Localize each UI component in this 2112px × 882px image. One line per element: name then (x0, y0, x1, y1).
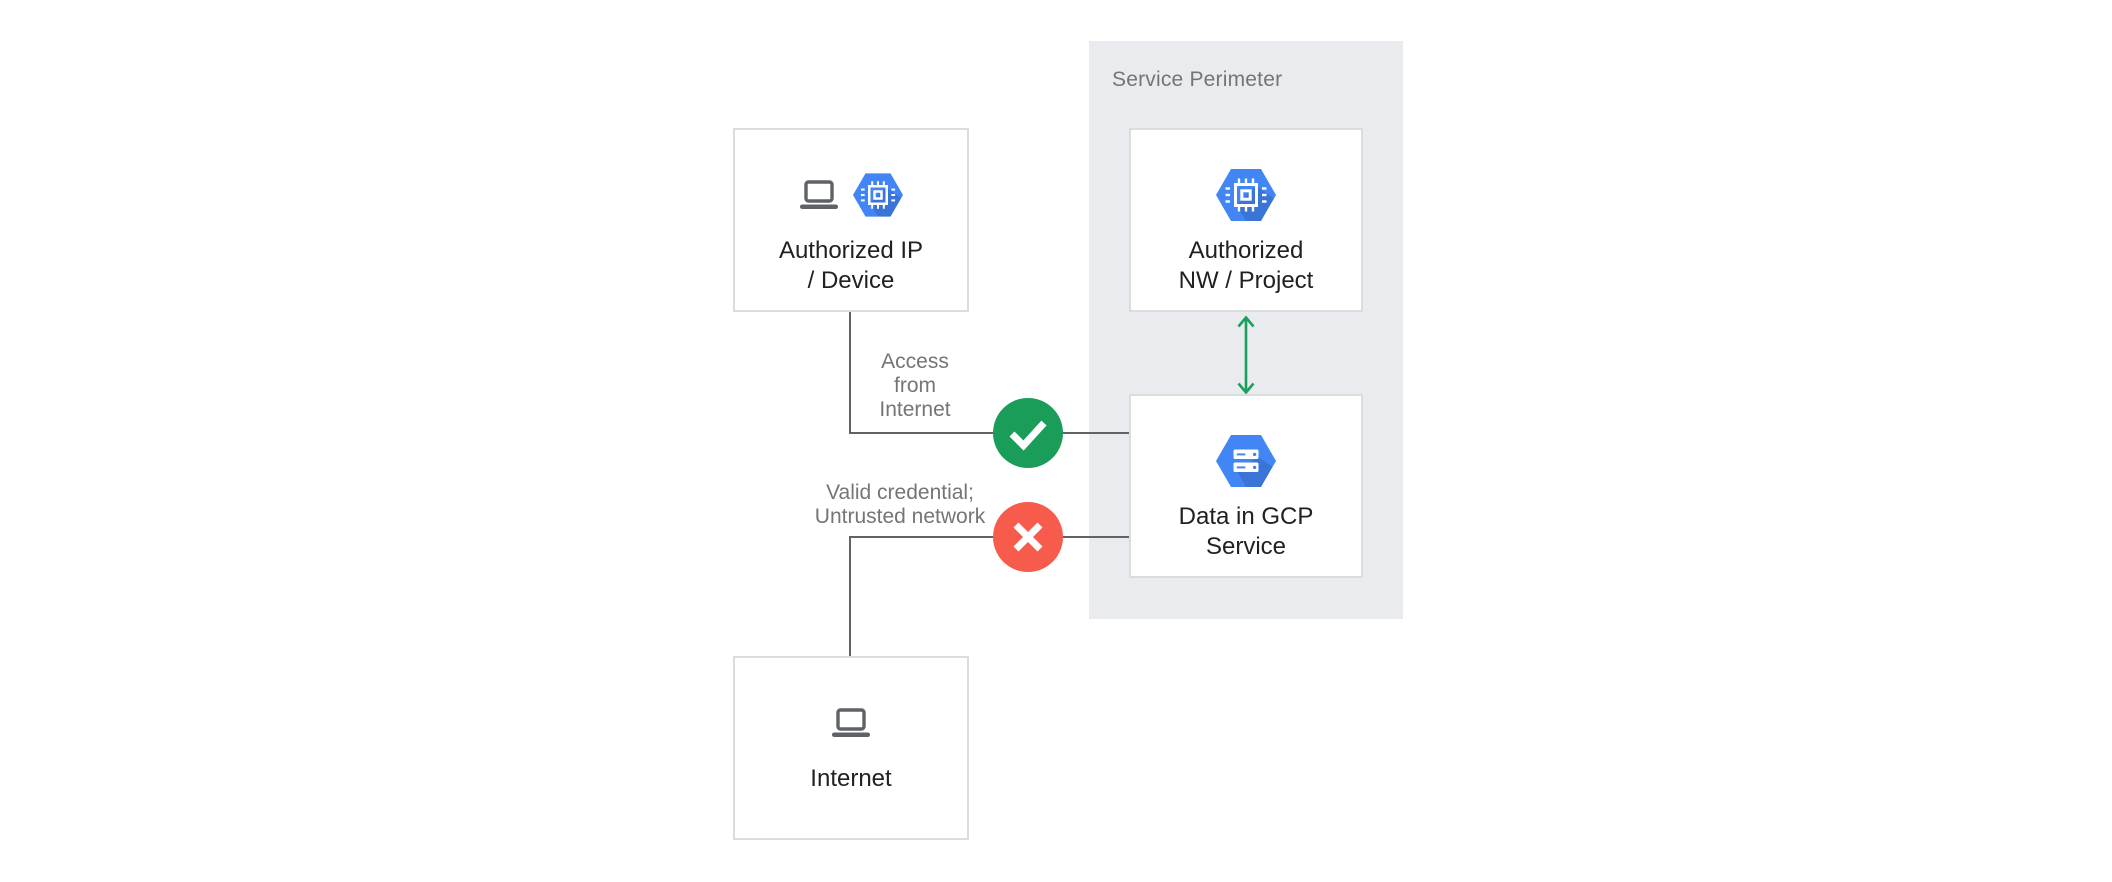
node-label-line1: Internet (810, 765, 892, 792)
node-label-line2: NW / Project (1178, 267, 1314, 294)
double-arrow-icon (1237, 315, 1255, 395)
laptop-icon (832, 707, 870, 737)
denied-status-badge (993, 502, 1063, 572)
edge-label-line2: from (894, 374, 936, 397)
compute-engine-hexagon-icon (853, 173, 903, 217)
edge-label-line1: Access (881, 350, 949, 373)
node-data-in-gcp-service: Data in GCP Service (1129, 394, 1363, 578)
edge-label-line2: Untrusted network (814, 505, 986, 528)
node-label-line1: Authorized (1188, 237, 1304, 264)
node-label: Data in GCP Service (1131, 502, 1361, 562)
laptop-icon (800, 179, 838, 209)
connector-authorized-ip-horizontal (849, 432, 1130, 434)
check-icon (1009, 420, 1047, 451)
node-icon-row (735, 168, 967, 222)
connector-internet-vertical (849, 538, 851, 656)
node-internet: Internet (733, 656, 969, 840)
service-perimeter-label: Service Perimeter (1112, 68, 1283, 91)
edge-label-valid-credential-untrusted: Valid credential; Untrusted network (790, 481, 1010, 529)
node-label-line2: Service (1205, 533, 1287, 560)
node-label: Authorized NW / Project (1131, 236, 1361, 296)
connector-internet-horizontal (849, 536, 1130, 538)
node-label-line1: Data in GCP (1178, 503, 1314, 530)
cloud-storage-hexagon-icon (1216, 435, 1276, 487)
edge-label-access-from-internet: Access from Internet (832, 350, 998, 422)
node-label-line1: Authorized IP (778, 237, 924, 264)
connector-authorized-ip-vertical (849, 312, 851, 434)
x-icon (1013, 522, 1043, 552)
node-icon-row (735, 696, 967, 750)
allowed-status-badge (993, 398, 1063, 468)
node-authorized-ip-device: Authorized IP / Device (733, 128, 969, 312)
node-icon-row (1131, 168, 1361, 222)
node-authorized-nw-project: Authorized NW / Project (1129, 128, 1363, 312)
node-icon-row (1131, 434, 1361, 488)
node-label: Authorized IP / Device (735, 236, 967, 296)
node-label-line2: / Device (807, 267, 895, 294)
edge-label-line3: Internet (879, 398, 951, 421)
compute-engine-hexagon-icon (1216, 169, 1276, 221)
edge-label-line1: Valid credential; (826, 481, 974, 504)
node-label: Internet (735, 764, 967, 794)
